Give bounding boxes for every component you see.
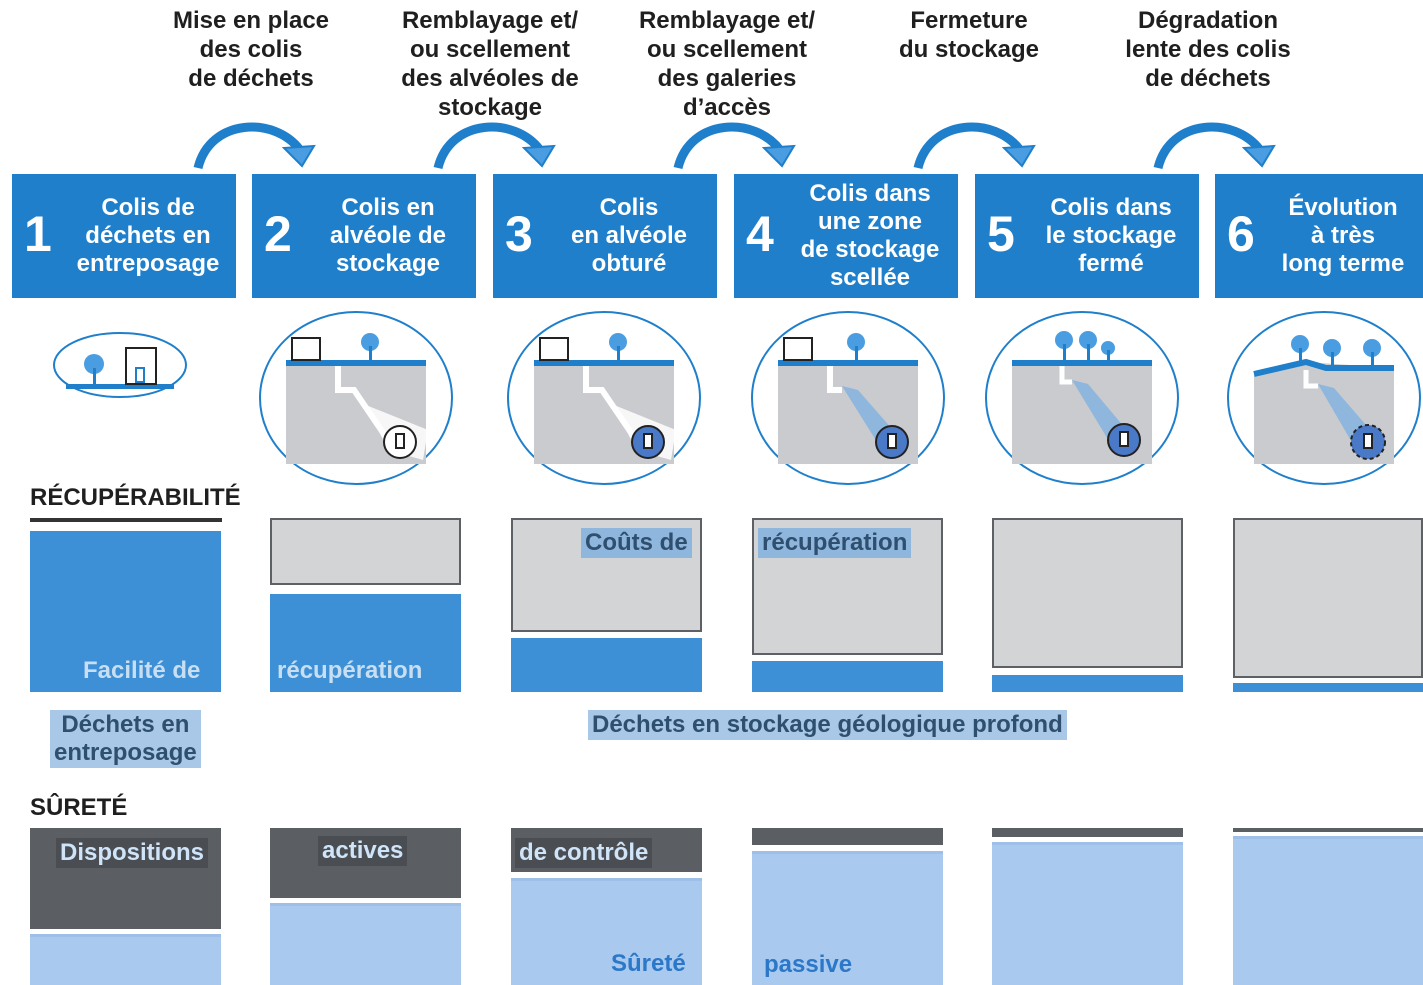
facilite-label-1: Facilité de <box>79 656 205 686</box>
stage-label: Colis en alvéole obturé <box>570 194 688 277</box>
recovery-ease-bar-5 <box>992 675 1183 692</box>
stage-label: Colis dans une zone de stockage scellée <box>800 180 940 291</box>
recovery-ease-bar-6 <box>1233 683 1423 692</box>
active-measures-bar-4 <box>752 828 943 845</box>
repository-illustration-stage-2 <box>259 311 453 485</box>
curved-arrow-icon <box>913 122 1036 170</box>
curved-arrow-icon <box>1153 122 1276 170</box>
step-title-3: Remblayage et/ ou scellement des galerie… <box>638 7 816 121</box>
stage-4: 4 Colis dans une zone de stockage scellé… <box>734 174 958 298</box>
dispositions-label-1: Dispositions <box>56 838 209 868</box>
recovery-cost-bar-6 <box>1233 518 1423 678</box>
stage-5: 5 Colis dans le stockage fermé <box>975 174 1199 298</box>
dispositions-label-2: actives <box>318 836 408 866</box>
stage-label: Colis dans le stockage fermé <box>1045 194 1177 277</box>
step-title-1: Mise en place des colis de déchets <box>172 7 330 92</box>
stage-label: Évolution à très long terme <box>1281 194 1405 277</box>
passive-safety-bar-3 <box>511 878 702 985</box>
passive-safety-bar-4 <box>752 851 943 985</box>
repository-illustration-stage-3 <box>507 311 701 485</box>
dispositions-label-3: de contrôle <box>515 838 653 868</box>
stage-number: 3 <box>505 206 533 262</box>
step-title-4: Fermeture du stockage <box>898 7 1040 63</box>
stage-number: 6 <box>1227 206 1255 262</box>
recuperabilite-title: RÉCUPÉRABILITÉ <box>30 484 241 511</box>
stage-number: 2 <box>264 206 292 262</box>
category-stockage: Déchets en stockage géologique profond <box>588 710 1067 740</box>
recovery-ease-bar-3 <box>511 638 702 692</box>
couts-label-2: récupération <box>758 528 912 558</box>
curved-arrow-icon <box>193 122 316 170</box>
surete-passive-label-1: Sûreté <box>611 950 686 977</box>
passive-safety-bar-5 <box>992 842 1183 985</box>
surete-passive-label-2: passive <box>764 951 853 978</box>
couts-label-1: Coûts de <box>581 528 692 558</box>
passive-safety-bar-6 <box>1233 836 1423 985</box>
surete-title: SÛRETÉ <box>30 794 128 821</box>
curved-arrow-icon <box>673 122 796 170</box>
recovery-cost-bar-2 <box>270 518 461 585</box>
category-entreposage: Déchets en entreposage <box>50 710 201 768</box>
repository-illustration-stage-5 <box>985 311 1179 485</box>
stage-number: 5 <box>987 206 1015 262</box>
recovery-ease-bar-4 <box>752 661 943 692</box>
step-title-5: Dégradation lente des colis de déchets <box>1125 7 1291 92</box>
passive-safety-bar-2 <box>270 903 461 985</box>
stage-label: Colis en alvéole de stockage <box>329 194 447 277</box>
stage-2: 2 Colis en alvéole de stockage <box>252 174 476 298</box>
recuperabilite-rule <box>30 518 222 522</box>
active-measures-bar-5 <box>992 828 1183 837</box>
stage-6: 6 Évolution à très long terme <box>1215 174 1423 298</box>
curved-arrow-icon <box>433 122 556 170</box>
active-measures-bar-6 <box>1233 828 1423 832</box>
passive-safety-bar-1 <box>30 934 221 985</box>
facilite-label-2: récupération <box>273 656 427 686</box>
stage-1: 1 Colis de déchets en entreposage <box>12 174 236 298</box>
repository-illustration-stage-6 <box>1227 311 1421 485</box>
step-title-2: Remblayage et/ ou scellement des alvéole… <box>401 7 579 121</box>
stage-label: Colis de déchets en entreposage <box>76 194 220 277</box>
stage-number: 1 <box>24 206 52 262</box>
stage-number: 4 <box>746 206 774 262</box>
stage-3: 3 Colis en alvéole obturé <box>493 174 717 298</box>
repository-illustration-stage-4 <box>751 311 945 485</box>
recovery-cost-bar-5 <box>992 518 1183 668</box>
storage-building-illustration <box>53 332 187 398</box>
